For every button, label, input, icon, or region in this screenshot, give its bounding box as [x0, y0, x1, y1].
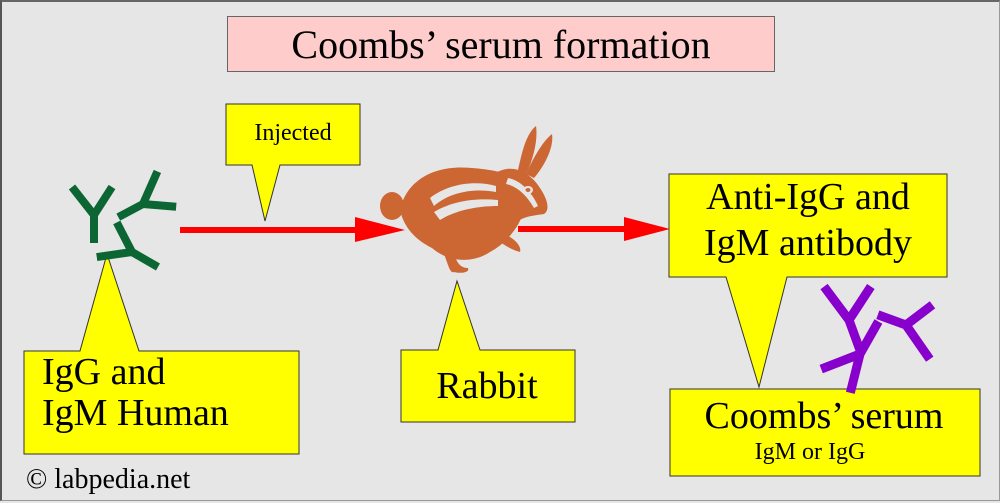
copyright-text: © labpedia.net	[26, 464, 191, 495]
label-human-line1: IgG and	[42, 351, 166, 393]
label-anti-line2: IgM antibody	[704, 222, 912, 264]
label-injected: Injected	[254, 120, 332, 146]
callout-human	[23, 252, 300, 455]
callout-anti-antibody	[668, 173, 948, 389]
callout-coombs-serum	[669, 388, 981, 477]
label-anti-line1: Anti-IgG and	[706, 176, 910, 218]
diagram-title: Coombs’ serum formation	[227, 16, 775, 72]
label-human-line2: IgM Human	[42, 392, 229, 434]
human-antibody-icon	[68, 169, 177, 271]
label-rabbit: Rabbit	[436, 365, 538, 407]
callout-injected	[225, 103, 361, 222]
label-coombs-serum: Coombs’ serum	[704, 395, 944, 437]
anti-antibody-icon	[819, 283, 936, 394]
rabbit-icon	[380, 126, 553, 273]
arrow-right-icon	[180, 217, 405, 242]
label-human-antibody: IgG and IgM Human	[42, 352, 229, 434]
arrow-right-icon	[518, 217, 670, 241]
callout-rabbit	[400, 279, 576, 423]
label-anti-antibody: Anti-IgG and IgM antibody	[669, 174, 947, 266]
label-coombs-subtitle: IgM or IgG	[754, 439, 866, 465]
